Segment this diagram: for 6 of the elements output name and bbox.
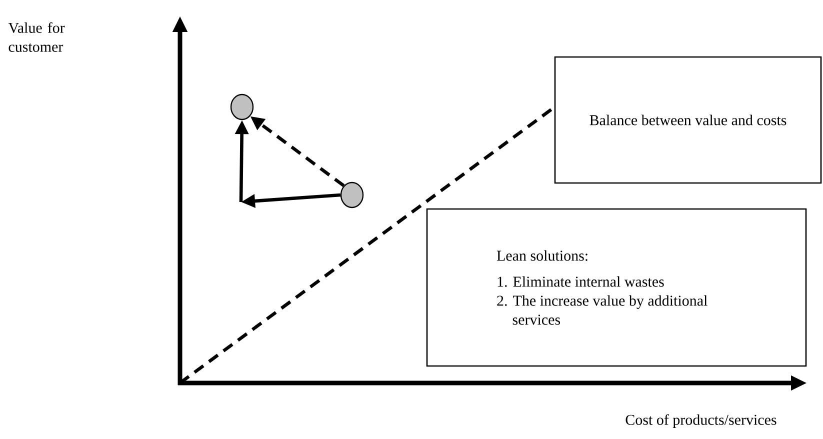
circle-node xyxy=(230,94,254,120)
axis-label: Value for customer xyxy=(8,22,65,52)
text-box: Balance between value and costs xyxy=(554,56,822,184)
text-box: Lean solutions: 1. Eliminate internal wastes 2. The increase value by additional services xyxy=(426,208,807,367)
axis-label: Cost of products/services xyxy=(626,414,776,428)
circle-node xyxy=(340,182,364,208)
